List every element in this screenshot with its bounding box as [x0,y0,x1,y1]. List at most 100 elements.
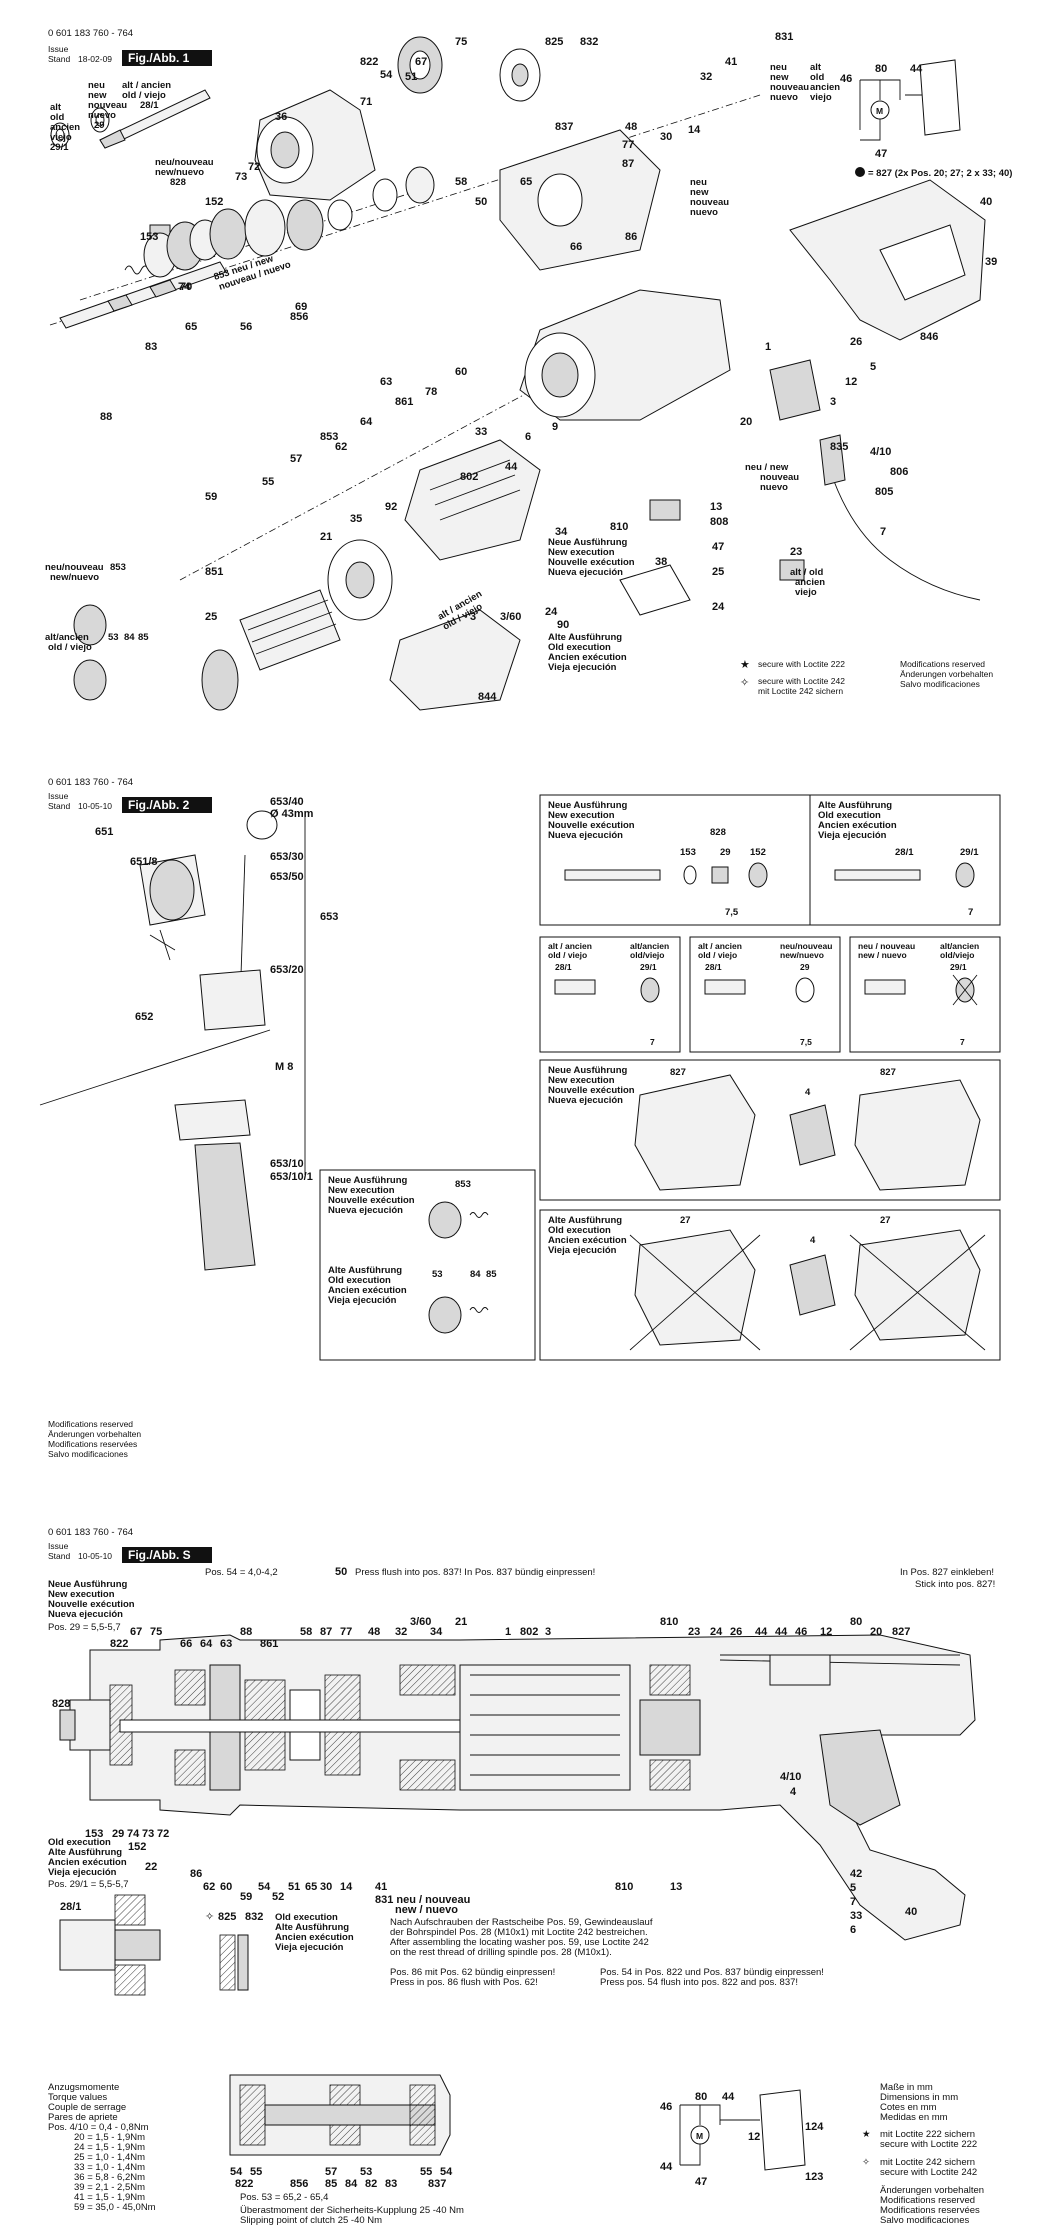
svg-text:Nueva ejecución: Nueva ejecución [548,830,623,841]
figure-2-drawing: 0 601 183 760 - 764 Issue Stand 10-05-10… [39,777,1001,1459]
label-72: 72 [248,161,260,173]
label-653-30: 653/30 [270,851,304,863]
cable-6 [829,469,981,601]
label-92: 802 [460,471,478,483]
mods-1: Modifications reserved [900,659,985,669]
label-44b: 6 [525,431,531,443]
label-35: 44 [505,461,518,473]
svg-text:New execution: New execution [548,1075,615,1086]
stick-827-1: In Pos. 827 einkleben! [900,1567,994,1578]
svg-text:856: 856 [290,2178,308,2190]
figs-date: 10-05-10 [78,1551,112,1561]
neu-828-1: neu/nouveau [155,157,214,168]
label-90: 23 [790,546,802,558]
label-59: 60 [455,366,467,378]
label-861: 64 [360,416,373,428]
field-old-835 [389,609,521,711]
svg-text:3: 3 [545,1626,551,1638]
svg-text:124: 124 [805,2121,824,2133]
svg-text:24: 24 [710,1626,723,1638]
svg-text:29: 29 [800,962,810,972]
label-88: 78 [425,386,437,398]
svg-text:84: 84 [345,2178,358,2190]
motor-housing-1 [519,289,731,421]
svg-text:62: 62 [203,1881,215,1893]
housing-old-4: 4 [810,1235,816,1246]
old-exec-1: Alte Ausführung [548,632,622,643]
label-47: 47 [875,148,887,160]
clutch-section [229,2074,451,2156]
label-844: 3 [470,611,476,623]
old-spindle-section [59,1894,161,1996]
svg-text:neu / nouveau: neu / nouveau [858,941,915,951]
label-47b: 810 [610,521,628,533]
neu-828-3: 828 [170,177,186,188]
label-12: 1 [765,341,771,353]
brush-holder-810 [649,499,681,521]
svg-text:Pares de apriete: Pares de apriete [48,2112,118,2123]
label-33: 805 [875,486,893,498]
loctite-242-en: secure with Loctite 242 [758,676,845,686]
label-48: 48 [625,121,637,133]
svg-text:mit Loctite 242 sichern: mit Loctite 242 sichern [880,2157,975,2168]
inset-53-4: 84 [124,632,135,643]
svg-text:Ancien exécution: Ancien exécution [275,1932,354,1943]
inset-853-1: neu/nouveau [45,562,104,573]
label-82: 69 [295,301,307,313]
svg-text:mit Loctite 222 sichern: mit Loctite 222 sichern [880,2129,975,2140]
neu-828-2: new/nuevo [155,167,204,178]
housing-new-left [634,1074,756,1191]
label-44: 44 [910,63,923,75]
pos29-note: Pos. 29 = 5,5-5,7 [48,1622,121,1633]
neu-left-5: 29 [94,120,105,131]
inset-53-2: old / viejo [48,642,92,653]
svg-text:Salvo modificaciones: Salvo modificaciones [880,2215,969,2226]
svg-text:New execution: New execution [48,1589,115,1600]
svg-text:65: 65 [305,1881,317,1893]
label-152: 152 [205,196,223,208]
label-78: 63 [380,376,392,388]
old-831-3: ancien [810,82,840,93]
svg-text:55: 55 [250,2166,262,2178]
handle-housing-827 [789,179,986,341]
svg-text:29/1: 29/1 [950,962,967,972]
svg-text:33: 33 [850,1910,862,1922]
wiring-diagram-s: M [679,2089,806,2171]
svg-text:Modifications reserved: Modifications reserved [880,2195,975,2206]
svg-text:Torque values: Torque values [48,2092,107,2103]
housing-old-left [634,1229,756,1346]
svg-text:Salvo modificaciones: Salvo modificaciones [48,1449,128,1459]
neu-left-3: nouveau [88,100,127,111]
svg-text:44: 44 [722,2091,735,2103]
crossed-out-icon [629,1234,761,1351]
neu-left-1: neu [88,80,105,91]
svg-text:Nouvelle exécution: Nouvelle exécution [548,1085,635,1096]
label-75: 75 [455,36,467,48]
spindle-new-icon [564,869,661,881]
fig1-badge-text: Fig./Abb. 1 [128,51,190,65]
svg-text:Änderungen vorbehalten: Änderungen vorbehalten [48,1429,141,1439]
svg-text:51: 51 [288,1881,300,1893]
label-805: 4/10 [870,446,891,458]
old-831-4: viejo [810,92,832,103]
inset-53-5: 85 [138,632,149,643]
label-41: 41 [725,56,737,68]
svg-text:54: 54 [258,1881,271,1893]
label-60: 861 [395,396,413,408]
label-653-10: 653/10 [270,1158,304,1170]
new-831-4: nuevo [770,92,798,103]
svg-text:41: 41 [375,1881,387,1893]
alt-left-2: old [50,112,64,123]
alt-90-2: ancien [795,577,825,588]
svg-text:20 = 1,5 - 1,9Nm: 20 = 1,5 - 1,9Nm [74,2132,145,2143]
label-13: 21 [320,531,332,543]
svg-text:neu/nouveau: neu/nouveau [780,941,832,951]
svg-text:old / viejo: old / viejo [698,950,737,960]
svg-text:54: 54 [230,2166,243,2178]
label-55: 88 [100,411,112,423]
svg-text:Vieja ejecución: Vieja ejecución [818,830,887,841]
label-34: 35 [350,513,362,525]
star-outline-icon: ✧ [205,1911,214,1923]
label-23: 25 [712,566,724,578]
svg-text:827: 827 [892,1626,910,1638]
